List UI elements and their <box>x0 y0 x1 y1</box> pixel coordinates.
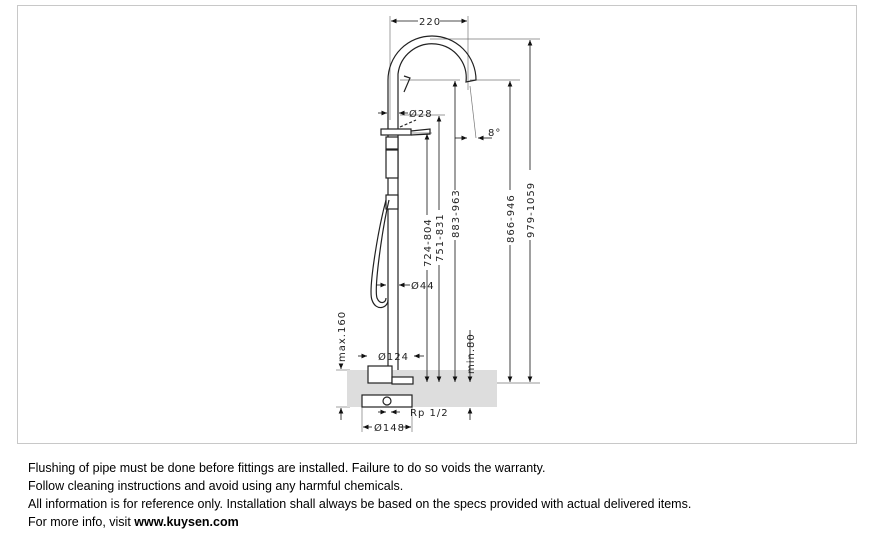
dim-height-1: 724-804 <box>423 218 434 267</box>
website-link[interactable]: www.kuysen.com <box>134 515 239 529</box>
note-flushing: Flushing of pipe must be done before fit… <box>28 461 546 475</box>
dim-base-dia: Ø124 <box>378 351 409 363</box>
dim-height-5: 979-1059 <box>526 182 537 238</box>
dim-angle: 8° <box>488 128 501 139</box>
dim-rough-dia: Ø148 <box>374 422 405 434</box>
note-more-info: For more info, visit www.kuysen.com <box>28 513 691 531</box>
dim-max-depth: max.160 <box>337 311 348 362</box>
dim-thread: Rp 1/2 <box>410 408 449 419</box>
note-cleaning: Follow cleaning instructions and avoid u… <box>28 479 404 493</box>
drawing-frame <box>17 5 857 444</box>
more-info-label: For more info, visit <box>28 515 135 529</box>
faucet-outline <box>361 35 477 408</box>
dim-min-depth: min.80 <box>466 333 477 374</box>
dim-height-3: 883-963 <box>451 189 462 238</box>
dim-height-4: 866-946 <box>506 194 517 243</box>
note-reference: All information is for reference only. I… <box>28 497 692 511</box>
dim-spout-dia: Ø28 <box>409 108 433 120</box>
dim-hose-dia: Ø44 <box>411 280 435 292</box>
installation-notes: Flushing of pipe must be done before fit… <box>28 459 691 531</box>
dim-width: 220 <box>419 17 441 28</box>
dim-height-2: 751-831 <box>435 213 446 262</box>
dimension-arrows <box>338 18 533 430</box>
